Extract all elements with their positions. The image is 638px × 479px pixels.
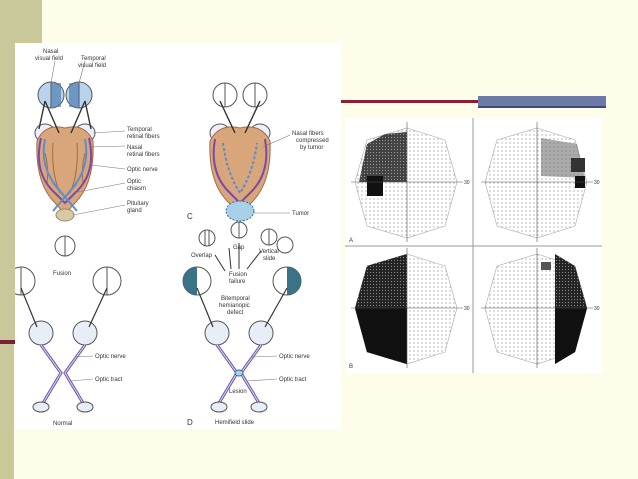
- label-temporal-retinal-fibers-2: retinal fibers: [127, 134, 160, 140]
- label-gap: Gap: [233, 245, 245, 251]
- label-bitemporal-1: Bitemporal: [221, 296, 250, 302]
- label-nasal-fibers-compressed-1: Nasal fibers: [292, 131, 324, 137]
- label-nasal-visual-field-2: visual field: [35, 56, 63, 62]
- tumor-anatomy-diagram: [209, 82, 291, 222]
- visual-field-plots: 30 30 A 30 30 B: [345, 118, 602, 373]
- hemifield-slide-diagram: [182, 221, 302, 413]
- label-bitemporal-2: hemianopic: [219, 303, 250, 309]
- field-plot-a-right: 30: [481, 122, 600, 242]
- decorative-left-strip-lower: [0, 344, 14, 479]
- normal-fusion-diagram: [15, 235, 122, 413]
- normal-anatomy-labels: Nasal visual field Temporal visual field…: [35, 49, 160, 214]
- field-plot-a-left: 30: [351, 122, 470, 242]
- label-lesion: Lesion: [229, 389, 247, 395]
- panel-label-c: C: [187, 212, 193, 221]
- hemifield-slide-labels: Overlap Gap Vertical slide Fusion failur…: [187, 245, 310, 427]
- panel-label-a: A: [349, 238, 353, 244]
- label-pituitary-gland-1: Pituitary: [127, 201, 149, 207]
- label-optic-nerve-lower-left: Optic nerve: [95, 354, 126, 360]
- label-overlap: Overlap: [191, 253, 213, 259]
- normal-anatomy-diagram: [34, 60, 126, 222]
- label-temporal-retinal-fibers-1: Temporal: [127, 127, 152, 133]
- panel-label-b: B: [349, 364, 353, 370]
- normal-fusion-labels: Fusion Optic nerve Optic tract Normal: [53, 271, 126, 427]
- label-temporal-visual-field-1: Temporal: [81, 56, 106, 62]
- label-fusion-failure-1: Fusion: [229, 272, 247, 278]
- label-nasal-retinal-fibers-1: Nasal: [127, 145, 142, 151]
- panel-label-d: D: [187, 418, 193, 427]
- label-optic-chiasm-1: Optic: [127, 179, 141, 185]
- label-nasal-visual-field-1: Nasal: [43, 49, 58, 55]
- label-pituitary-gland-2: gland: [127, 208, 142, 214]
- axis-mark-b-left: 30: [464, 306, 470, 312]
- label-tumor: Tumor: [292, 211, 309, 217]
- axis-mark-b-right: 30: [594, 306, 600, 312]
- label-nasal-retinal-fibers-2: retinal fibers: [127, 152, 160, 158]
- label-optic-nerve-lower-right: Optic nerve: [279, 354, 310, 360]
- label-fusion: Fusion: [53, 271, 71, 277]
- axis-mark-a-right: 30: [594, 180, 600, 186]
- field-plot-b-left: 30: [351, 248, 470, 368]
- decorative-top-rule-box: [478, 96, 606, 108]
- label-optic-tract-lower-right: Optic tract: [279, 377, 307, 383]
- label-temporal-visual-field-2: visual field: [78, 63, 106, 69]
- label-nasal-fibers-compressed-3: by tumor: [300, 145, 323, 151]
- anatomy-illustration: Nasal visual field Temporal visual field…: [15, 43, 341, 429]
- label-optic-nerve: Optic nerve: [127, 167, 158, 173]
- decorative-top-rule: [340, 100, 606, 103]
- tumor-anatomy-labels: Nasal fibers compressed by tumor Tumor C: [187, 131, 329, 221]
- label-optic-tract-lower-left: Optic tract: [95, 377, 123, 383]
- label-vertical-slide-1: Vertical: [259, 249, 279, 255]
- label-nasal-fibers-compressed-2: compressed: [296, 138, 329, 144]
- label-normal: Normal: [53, 421, 72, 427]
- label-bitemporal-3: defect: [227, 310, 244, 316]
- label-vertical-slide-2: slide: [263, 256, 276, 262]
- label-hemifield-slide: Hemifield slide: [215, 420, 255, 426]
- label-optic-chiasm-2: chiasm: [127, 186, 146, 192]
- axis-mark-a-left: 30: [464, 180, 470, 186]
- label-fusion-failure-2: failure: [229, 279, 246, 285]
- field-plot-b-right: 30: [481, 248, 600, 368]
